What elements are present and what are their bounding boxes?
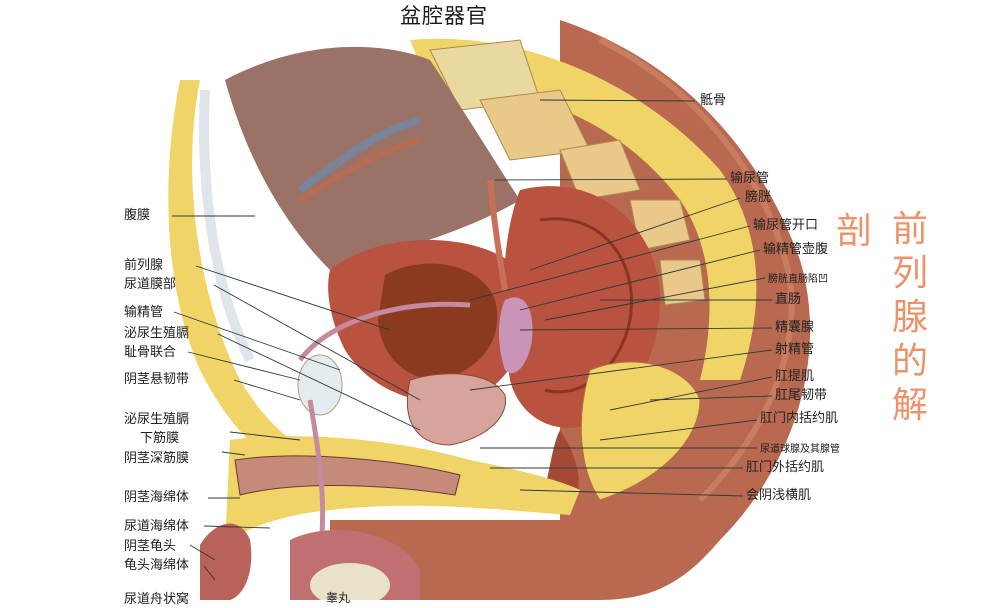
label-ureteric-orifice: 输尿管开口: [753, 218, 819, 233]
label-external-anal-sphincter: 肛门外括约肌: [746, 460, 825, 475]
label-vas-deferens: 输精管: [124, 305, 164, 320]
label-bladder: 膀胱: [745, 190, 772, 205]
label-corpus-cavernosum: 阴茎海绵体: [124, 490, 190, 505]
label-suspensory-ligament: 阴茎悬韧带: [124, 372, 190, 387]
label-testis-partial: 睾丸: [326, 591, 351, 605]
label-corpus-spongiosum: 尿道海绵体: [124, 519, 190, 534]
label-glans-spongiosum: 龟头海绵体: [124, 558, 190, 573]
side-title-char: 的: [891, 341, 928, 382]
label-prostate: 前列腺: [124, 258, 164, 273]
label-deep-penile-fascia: 阴茎深筋膜: [124, 451, 190, 466]
label-anococcygeal-ligament: 肛尾韧带: [775, 388, 828, 403]
side-title-char: 前: [891, 209, 928, 250]
label-urogenital-diaphragm: 泌尿生殖膈: [124, 326, 190, 341]
label-sacrum: 骶骨: [700, 93, 727, 108]
label-navicular-fossa: 尿道舟状窝: [124, 592, 190, 607]
label-rectovesical-pouch: 膀胱直肠陷凹: [768, 274, 828, 285]
label-internal-anal-sphincter: 肛门内括约肌: [760, 411, 839, 426]
label-superficial-transverse-perineal: 会阴浅横肌: [746, 488, 812, 503]
side-title-char: 解: [891, 385, 928, 426]
label-peritoneum: 腹膜: [124, 208, 151, 223]
label-levator-ani: 肛提肌: [775, 369, 815, 384]
label-seminal-vesicle: 精囊腺: [775, 320, 815, 335]
label-membranous-urethra: 尿道膜部: [124, 277, 177, 292]
label-bulbourethral-gland: 尿道球腺及其腺管: [760, 444, 840, 455]
label-ampulla-vas-deferens: 输精管壶腹: [763, 242, 829, 257]
side-title-column: 前 列 腺 的 解: [888, 208, 932, 428]
side-title-char: 腺: [891, 297, 928, 338]
diagram-title: 盆腔器官: [400, 4, 488, 28]
side-title-char: 列: [891, 253, 928, 294]
label-urogenital-diaphragm-2: 泌尿生殖膈: [124, 412, 190, 427]
label-pubic-symphysis: 耻骨联合: [124, 345, 177, 360]
label-inferior-fascia: 下筋膜: [140, 431, 180, 446]
label-ureter: 输尿管: [730, 171, 770, 186]
label-ejaculatory-duct: 射精管: [775, 342, 815, 357]
side-title-char: 剖: [836, 211, 873, 252]
label-glans-penis: 阴茎龟头: [124, 539, 177, 554]
label-rectum: 直肠: [775, 292, 802, 307]
